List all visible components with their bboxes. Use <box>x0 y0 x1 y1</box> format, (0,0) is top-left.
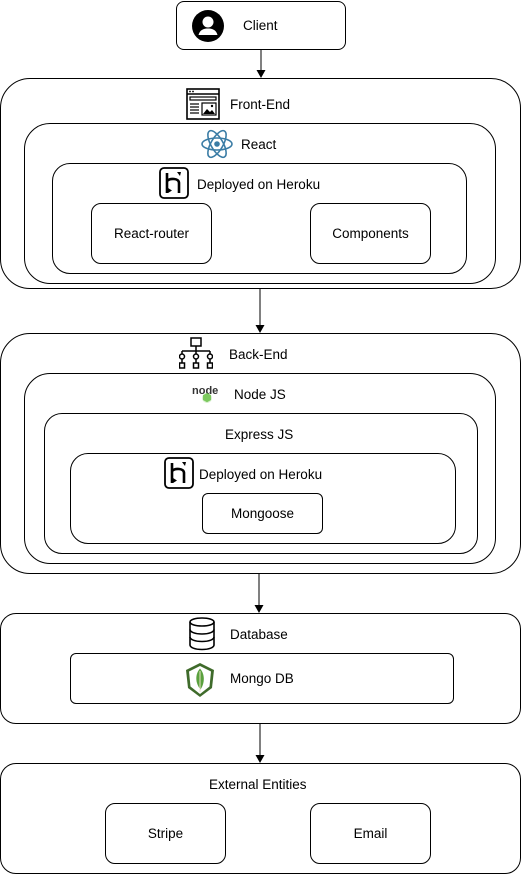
database-container: Database Mongo DB <box>0 613 521 724</box>
mongoose-label: Mongoose <box>230 505 295 521</box>
email-box: Email <box>310 803 431 864</box>
nodejs-logo-icon: node <box>190 382 224 406</box>
stripe-label: Stripe <box>147 825 184 841</box>
mongodb-label: Mongo DB <box>230 671 294 686</box>
mongodb-box: Mongo DB <box>70 653 454 704</box>
express-container: Express JS Deployed on Heroku Mongoose <box>44 413 478 554</box>
client-label: Client <box>243 18 278 33</box>
frontend-label: Front-End <box>230 97 291 112</box>
components-box: Components <box>310 203 431 264</box>
user-avatar-icon <box>192 10 224 42</box>
email-label: Email <box>353 825 388 841</box>
react-label: React <box>241 137 277 152</box>
external-container: External Entities Stripe Email <box>0 763 521 874</box>
frontend-container: Front-End React <box>0 78 521 289</box>
backend-heroku-label: Deployed on Heroku <box>199 467 323 482</box>
web-layout-icon <box>186 88 220 120</box>
arrow-client-to-frontend <box>256 50 266 78</box>
heroku-logo-icon <box>164 457 194 489</box>
backend-label: Back-End <box>229 347 288 362</box>
heroku-logo-icon <box>159 167 189 199</box>
backend-container: Back-End node Node JS Express JS <box>0 333 521 574</box>
react-atom-icon <box>200 127 234 161</box>
react-router-label: React-router <box>113 225 190 241</box>
stripe-box: Stripe <box>105 803 226 864</box>
database-label: Database <box>230 627 288 642</box>
mongodb-leaf-icon <box>184 662 216 698</box>
frontend-heroku-container: Deployed on Heroku React-router Componen… <box>52 163 467 274</box>
react-container: React Deployed on Heroku React-router Co… <box>24 123 496 284</box>
network-tree-icon <box>179 337 213 371</box>
node-label: Node JS <box>234 387 286 402</box>
arrow-frontend-to-backend <box>255 289 265 333</box>
database-cylinder-icon <box>188 617 216 651</box>
arrow-database-to-external <box>255 724 265 763</box>
svg-text:node: node <box>192 385 218 397</box>
node-container: node Node JS Express JS Deployed o <box>24 373 496 564</box>
react-router-box: React-router <box>91 203 212 264</box>
arrow-backend-to-database <box>254 574 264 613</box>
express-label: Express JS <box>225 427 294 442</box>
external-label: External Entities <box>209 777 307 792</box>
frontend-heroku-label: Deployed on Heroku <box>197 177 321 192</box>
mongoose-box: Mongoose <box>202 493 323 534</box>
backend-heroku-container: Deployed on Heroku Mongoose <box>70 453 456 544</box>
client-node: Client <box>176 1 346 50</box>
components-label: Components <box>332 225 409 241</box>
